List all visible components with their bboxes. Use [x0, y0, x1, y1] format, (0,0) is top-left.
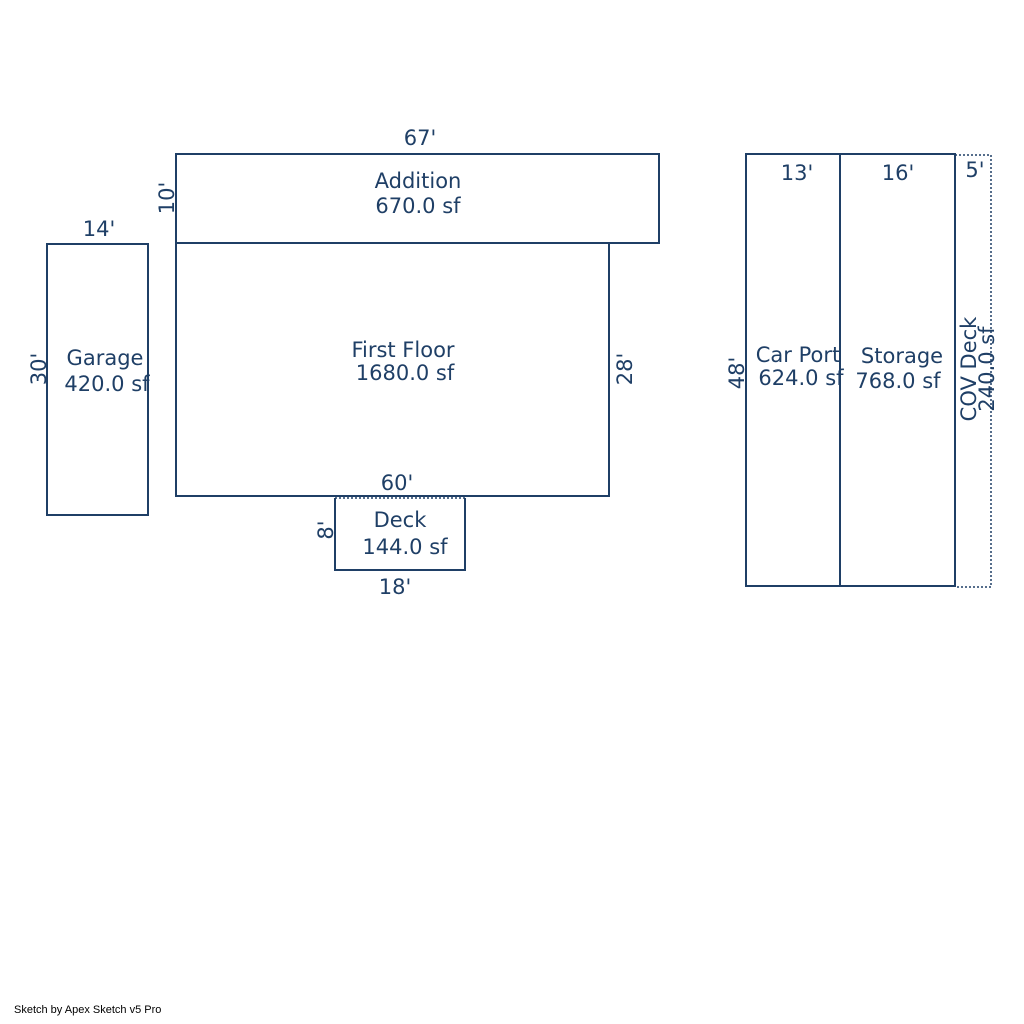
footer-credit: Sketch by Apex Sketch v5 Pro: [14, 1004, 162, 1016]
garage-area: 420.0 sf: [64, 372, 150, 396]
cov-deck-area: 240.0 sf: [975, 326, 999, 412]
cov-deck-room: 5' COV Deck 240.0 sf: [954, 154, 999, 588]
cov-deck-dim-top: 5': [965, 158, 984, 182]
garage-room: Garage 420.0 sf 14' 30': [27, 217, 150, 516]
car-port-area: 624.0 sf: [758, 366, 844, 390]
storage-room: Storage 768.0 sf 16': [839, 153, 956, 587]
addition-room: Addition 670.0 sf 67' 10': [155, 126, 660, 244]
first-floor-dim-right: 28': [613, 353, 637, 386]
storage-dim-top: 16': [882, 161, 915, 185]
first-floor-label: First Floor: [351, 338, 454, 362]
addition-outline: [175, 153, 660, 244]
garage-outline: [46, 243, 149, 516]
deck-room: Deck 144.0 sf 8' 18': [314, 497, 466, 599]
first-floor-dim-bottom: 60': [381, 471, 414, 495]
deck-dim-bottom: 18': [379, 575, 412, 599]
garage-label: Garage: [67, 346, 144, 370]
addition-area: 670.0 sf: [375, 194, 461, 218]
deck-label: Deck: [374, 508, 428, 532]
garage-dim-top: 14': [83, 217, 116, 241]
first-floor-room: First Floor 1680.0 sf 60' 28': [175, 243, 637, 497]
first-floor-area: 1680.0 sf: [356, 361, 455, 385]
cov-deck-label: COV Deck: [957, 316, 981, 422]
deck-outline: [334, 498, 466, 571]
car-port-label: Car Port: [756, 343, 840, 367]
storage-area: 768.0 sf: [855, 369, 941, 393]
car-port-dim-top: 13': [781, 161, 814, 185]
garage-dim-left: 30': [27, 353, 51, 386]
addition-dim-left: 10': [155, 182, 179, 215]
deck-dim-left: 8': [314, 520, 338, 539]
addition-label: Addition: [375, 169, 462, 193]
first-floor-outline: [175, 243, 610, 497]
car-port-room: Car Port 624.0 sf 13' 48': [725, 153, 844, 587]
storage-label: Storage: [861, 344, 943, 368]
addition-dim-top: 67': [404, 126, 437, 150]
car-port-dim-left: 48': [725, 357, 749, 390]
deck-area: 144.0 sf: [362, 535, 448, 559]
cov-deck-dashed-outline: [955, 154, 992, 588]
